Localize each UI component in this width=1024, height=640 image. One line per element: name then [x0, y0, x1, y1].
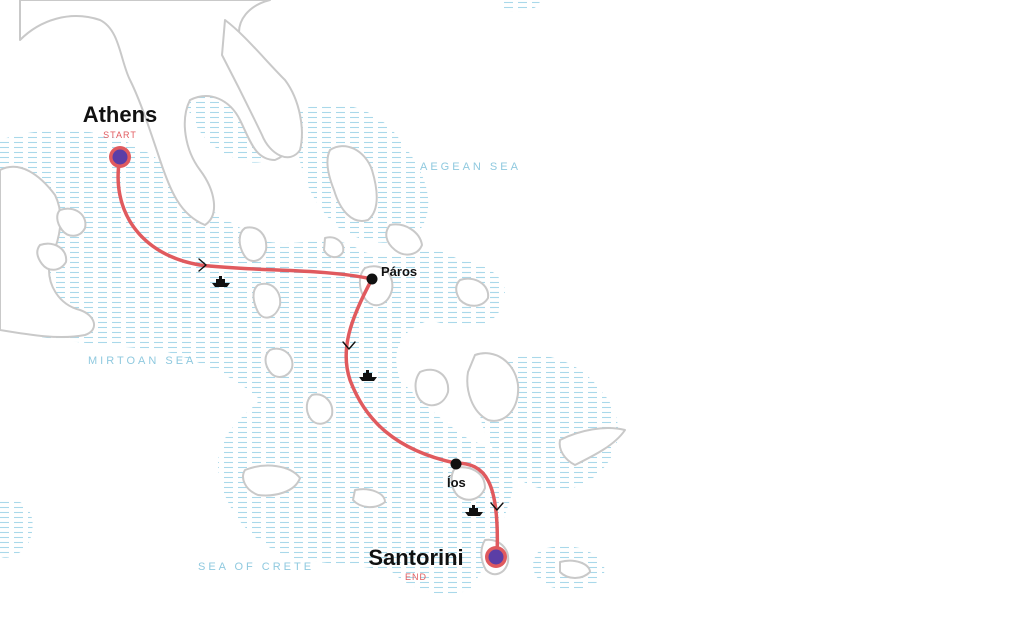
ferry-icon: [465, 505, 483, 516]
direction-arrows: [198, 258, 504, 511]
sea-of-crete-label: SEA OF CRETE: [198, 561, 314, 573]
athens-label: Athens: [83, 102, 158, 127]
ios-label: Íos: [447, 475, 466, 490]
land-outlines: [0, 0, 626, 579]
ferry-icon: [212, 276, 230, 287]
ferry-icon: [359, 370, 377, 381]
chevron-arrow-icon: [490, 502, 504, 511]
start-tag: START: [103, 130, 137, 140]
paros-marker[interactable]: [366, 273, 378, 285]
aegean-sea-label: AEGEAN SEA: [420, 161, 521, 173]
water-hatching: [0, 0, 619, 594]
ios-marker[interactable]: [450, 458, 462, 470]
sea-labels: AEGEAN SEA MIRTOAN SEA SEA OF CRETE: [88, 161, 521, 573]
athens-marker[interactable]: [109, 146, 131, 168]
santorini-marker[interactable]: [485, 546, 507, 568]
ferry-icons: [212, 276, 483, 516]
end-tag: END: [405, 572, 427, 582]
chevron-arrow-icon: [198, 258, 207, 272]
santorini-label: Santorini: [368, 545, 463, 570]
chevron-arrow-icon: [342, 341, 356, 350]
paros-label: Páros: [381, 264, 417, 279]
mirtoan-sea-label: MIRTOAN SEA: [88, 355, 196, 367]
